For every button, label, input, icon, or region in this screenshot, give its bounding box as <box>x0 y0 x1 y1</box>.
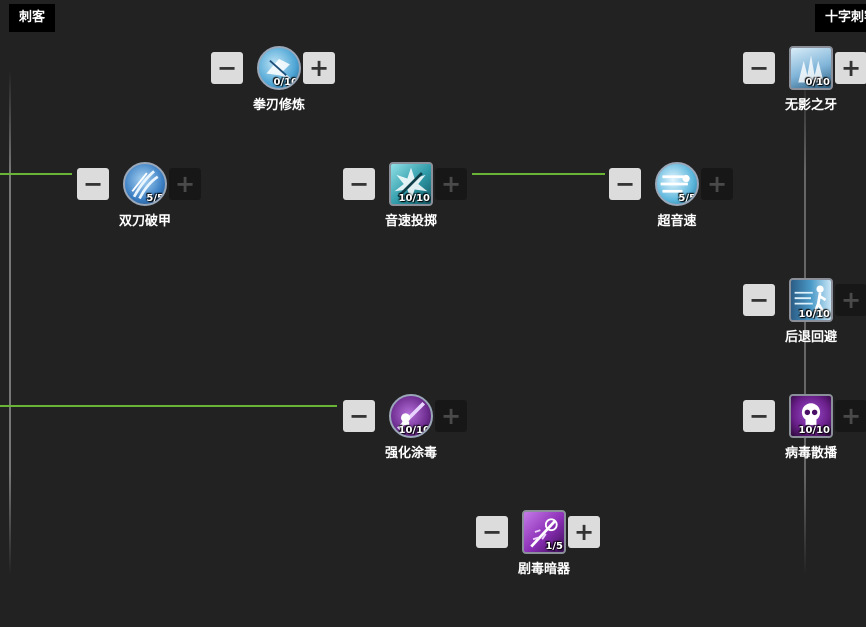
skill-decrease-button[interactable]: − <box>343 400 375 432</box>
skill-increase-button[interactable]: + <box>303 52 335 84</box>
skill-name: 拳刃修炼 <box>252 98 305 113</box>
skill-name: 剧毒暗器 <box>517 562 570 577</box>
connector-line <box>472 173 605 175</box>
skill-increase-button[interactable]: + <box>435 168 467 200</box>
class-tag-assassin: 刺客 <box>9 4 56 32</box>
skill-level: 5/5 <box>678 193 696 204</box>
skill-name: 病毒散播 <box>784 446 837 461</box>
skill-name: 无影之牙 <box>784 98 837 113</box>
skill-level: 10/10 <box>798 425 830 436</box>
skill-node-chao-yin-su: − 5/5 + 超音速 <box>609 158 749 232</box>
minus-icon: − <box>614 170 636 198</box>
skill-name: 强化涂毒 <box>384 446 437 461</box>
skill-node-shuang-dao-po-jia: − 5/5 + 双刀破甲 <box>77 158 217 232</box>
minus-icon: − <box>481 518 503 546</box>
skill-level: 10/10 <box>398 193 430 204</box>
skill-decrease-button[interactable]: − <box>609 168 641 200</box>
skill-node-yin-su-tou-zhi: − 10/10 + 音速投掷 <box>343 158 483 232</box>
skill-increase-button[interactable]: + <box>835 52 866 84</box>
back-dodge-icon[interactable]: 10/10 <box>789 278 833 322</box>
skill-increase-button[interactable]: + <box>835 400 866 432</box>
connector-line <box>0 173 72 175</box>
skill-node-bing-du-san-bo: − 10/10 + 病毒散播 <box>743 390 866 464</box>
skill-decrease-button[interactable]: − <box>743 400 775 432</box>
skill-level: 5/5 <box>146 193 164 204</box>
skill-increase-button[interactable]: + <box>701 168 733 200</box>
tree-spine-right <box>804 70 806 575</box>
skill-name: 双刀破甲 <box>118 214 171 229</box>
supersonic-icon[interactable]: 5/5 <box>655 162 699 206</box>
plus-icon: + <box>840 54 862 82</box>
skill-node-qiang-hua-tu-du: − 10/10 + 强化涂毒 <box>343 390 483 464</box>
connector-line <box>0 405 337 407</box>
minus-icon: − <box>748 286 770 314</box>
skill-node-hou-tui-hui-bi: − 10/10 + 后退回避 <box>743 274 866 348</box>
skill-decrease-button[interactable]: − <box>743 52 775 84</box>
skill-name: 音速投掷 <box>384 214 437 229</box>
minus-icon: − <box>348 402 370 430</box>
skill-node-quan-ren-xiu-lian: − 0/10 + 拳刃修炼 <box>211 42 351 116</box>
class-tag-cross-assassin: 十字刺客 <box>815 4 866 32</box>
plus-icon: + <box>706 170 728 198</box>
skill-decrease-button[interactable]: − <box>476 516 508 548</box>
skill-level: 0/10 <box>805 77 830 88</box>
shadow-fang-icon[interactable]: 0/10 <box>789 46 833 90</box>
skill-level: 1/5 <box>545 541 563 552</box>
skill-node-wu-ying-zhi-ya: − 0/10 + 无影之牙 <box>743 42 866 116</box>
skill-level: 10/10 <box>398 425 430 436</box>
skill-name: 超音速 <box>657 214 697 229</box>
minus-icon: − <box>82 170 104 198</box>
minus-icon: − <box>216 54 238 82</box>
fist-blade-icon[interactable]: 0/10 <box>257 46 301 90</box>
enhanced-poison-icon[interactable]: 10/10 <box>389 394 433 438</box>
plus-icon: + <box>308 54 330 82</box>
plus-icon: + <box>174 170 196 198</box>
plus-icon: + <box>440 170 462 198</box>
minus-icon: − <box>748 54 770 82</box>
plus-icon: + <box>573 518 595 546</box>
minus-icon: − <box>748 402 770 430</box>
virus-spread-icon[interactable]: 10/10 <box>789 394 833 438</box>
plus-icon: + <box>840 286 862 314</box>
skill-increase-button[interactable]: + <box>568 516 600 548</box>
skill-name: 后退回避 <box>784 330 837 345</box>
skill-level: 0/10 <box>273 77 298 88</box>
skill-decrease-button[interactable]: − <box>343 168 375 200</box>
tree-spine-left <box>9 70 11 575</box>
skill-increase-button[interactable]: + <box>435 400 467 432</box>
skill-decrease-button[interactable]: − <box>211 52 243 84</box>
plus-icon: + <box>840 402 862 430</box>
skill-increase-button[interactable]: + <box>835 284 866 316</box>
skill-decrease-button[interactable]: − <box>743 284 775 316</box>
poison-dart-icon[interactable]: 1/5 <box>522 510 566 554</box>
skill-increase-button[interactable]: + <box>169 168 201 200</box>
minus-icon: − <box>348 170 370 198</box>
skill-decrease-button[interactable]: − <box>77 168 109 200</box>
plus-icon: + <box>440 402 462 430</box>
skill-level: 10/10 <box>798 309 830 320</box>
skill-node-ju-du-an-qi: − 1/5 + 剧毒暗器 <box>476 506 616 580</box>
dual-blade-slash-icon[interactable]: 5/5 <box>123 162 167 206</box>
sonic-throw-icon[interactable]: 10/10 <box>389 162 433 206</box>
